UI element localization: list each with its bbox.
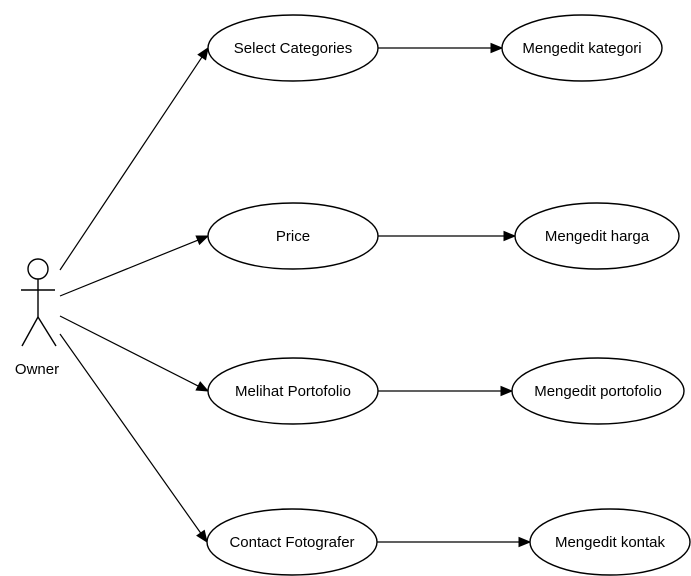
use-case-label: Price — [276, 228, 310, 245]
use-case-ellipse — [206, 508, 378, 576]
use-case-mengedit-harga[interactable]: Mengedit harga — [514, 202, 680, 270]
use-case-label: Mengedit kategori — [522, 40, 641, 57]
connection-select-categories-to-mengedit-kategori-arrowhead-icon — [490, 42, 504, 54]
actor-owner[interactable]: Owner — [15, 258, 59, 378]
use-case-ellipse — [514, 202, 680, 270]
connections — [59, 42, 532, 548]
use-case-ellipse — [511, 357, 685, 425]
use-case-ellipse — [207, 14, 379, 82]
connection-contact-fotografer-to-mengedit-kontak-arrowhead-icon — [518, 536, 532, 548]
use-case-label: Mengedit harga — [545, 228, 650, 245]
connection-actor-to-melihat-portofolio-arrowhead-icon — [195, 381, 210, 392]
connection-actor-to-price-line — [59, 239, 199, 297]
use-case-mengedit-kontak[interactable]: Mengedit kontak — [529, 508, 691, 576]
use-case-mengedit-kategori[interactable]: Mengedit kategori — [501, 14, 663, 82]
use-case-ellipse — [529, 508, 691, 576]
actor-head — [27, 258, 49, 280]
connection-price-to-mengedit-harga-arrowhead-icon — [503, 230, 517, 242]
use-case-mengedit-portofolio[interactable]: Mengedit portofolio — [511, 357, 685, 425]
use-case-melihat-portofolio[interactable]: Melihat Portofolio — [207, 357, 379, 425]
use-case-label: Contact Fotografer — [229, 534, 354, 551]
use-case-select-categories[interactable]: Select Categories — [207, 14, 379, 82]
use-case-label: Mengedit portofolio — [534, 383, 662, 400]
use-case-ellipse — [207, 202, 379, 270]
connection-actor-to-price-arrowhead-icon — [195, 235, 210, 246]
connection-actor-to-contact-fotografer-arrowhead-icon — [196, 529, 208, 544]
use-case-label: Melihat Portofolio — [235, 383, 351, 400]
connection-actor-to-contact-fotografer-line — [59, 333, 202, 534]
use-case-contact-fotografer[interactable]: Contact Fotografer — [206, 508, 378, 576]
use-case-label: Mengedit kontak — [555, 534, 666, 551]
connection-actor-to-select-categories-line — [59, 56, 203, 271]
connection-actor-to-melihat-portofolio-line — [59, 315, 199, 387]
use-case-ellipse — [207, 357, 379, 425]
use-case-price[interactable]: Price — [207, 202, 379, 270]
actor-right-leg — [37, 316, 57, 347]
connection-melihat-portofolio-to-mengedit-portofolio-arrowhead-icon — [500, 385, 514, 397]
connection-actor-to-select-categories-arrowhead-icon — [197, 46, 209, 61]
use-case-ellipse — [501, 14, 663, 82]
actor-label: Owner — [15, 361, 59, 378]
actor-left-leg — [21, 316, 39, 347]
use-case-label: Select Categories — [234, 40, 352, 57]
